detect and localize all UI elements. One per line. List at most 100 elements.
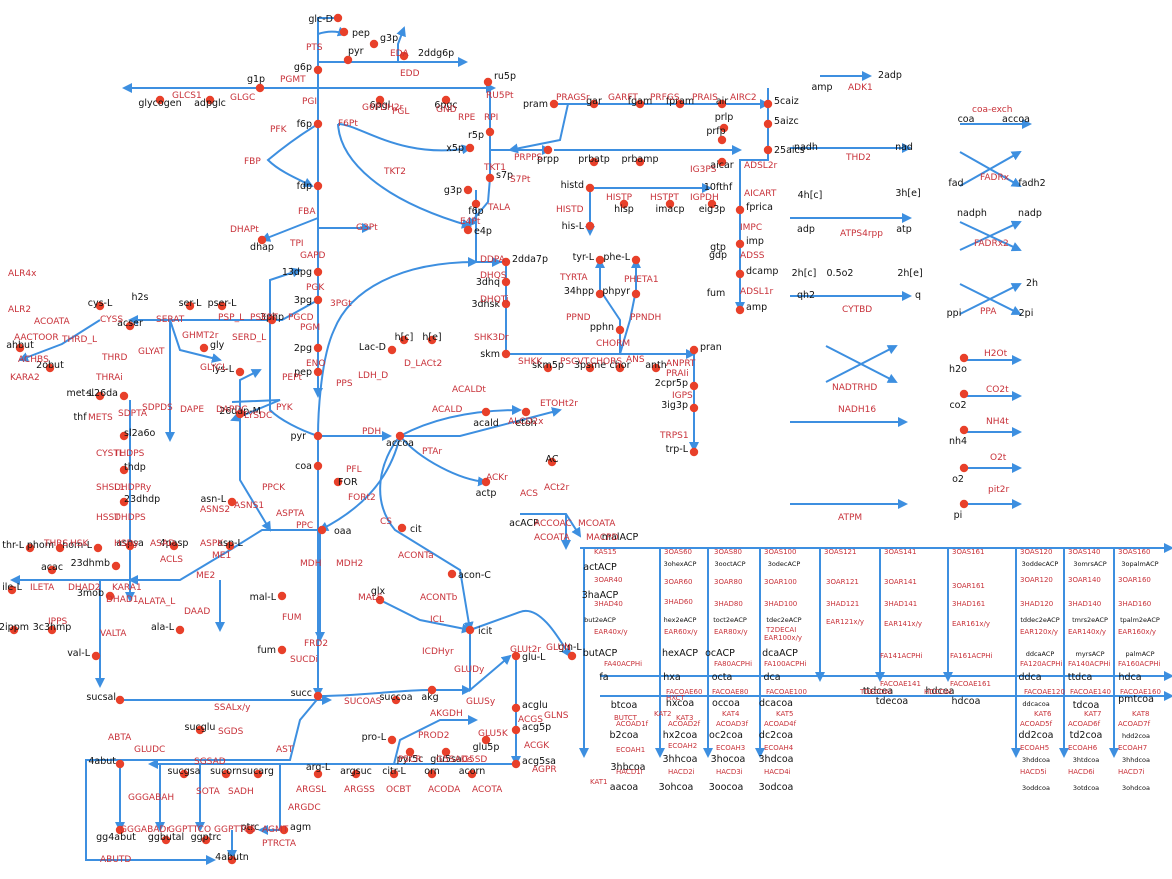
- metabolite-node-succ[interactable]: [313, 691, 323, 701]
- metabolite-node-3dhq[interactable]: [501, 277, 511, 287]
- metabolite-node-glycogen[interactable]: [155, 95, 165, 105]
- reaction-label[interactable]: HACD5i: [1020, 768, 1047, 776]
- reaction-label[interactable]: 3OAR120: [1020, 576, 1053, 584]
- metabolite-node-fgam[interactable]: [635, 99, 645, 109]
- metabolite-node-cit[interactable]: [397, 523, 407, 533]
- reaction-label[interactable]: ECOAH7: [1118, 744, 1147, 752]
- reaction-label[interactable]: HSTPT: [650, 193, 679, 203]
- reaction-label[interactable]: 3OAR100: [764, 578, 797, 586]
- metabolite-node-aicar[interactable]: [717, 157, 727, 167]
- metabolite-node-f6p[interactable]: [313, 119, 323, 129]
- reaction-label[interactable]: F6Pt: [338, 119, 358, 129]
- reaction-label[interactable]: DHDPS: [114, 513, 146, 523]
- metabolite-node-2ippm[interactable]: [9, 625, 19, 635]
- reaction-label[interactable]: FACOAE160: [1120, 688, 1161, 696]
- metabolite-node-adpglc[interactable]: [205, 95, 215, 105]
- reaction-label[interactable]: 3HAD161: [952, 600, 985, 608]
- reaction-label[interactable]: PGM: [300, 323, 320, 333]
- reaction-label[interactable]: THRD: [101, 353, 128, 363]
- reaction-label[interactable]: PSCVT: [560, 357, 590, 367]
- reaction-label[interactable]: ACALDt: [452, 385, 486, 395]
- metabolite-node-pi[interactable]: [959, 499, 969, 509]
- reaction-label[interactable]: NADTRHD: [832, 383, 877, 393]
- metabolite-node-phom[interactable]: [55, 543, 65, 553]
- reaction-label[interactable]: P5CR: [398, 755, 422, 765]
- metabolite-node-6pgc[interactable]: [441, 95, 451, 105]
- metabolite-node-actp[interactable]: [481, 477, 491, 487]
- metabolite-node-asn-L[interactable]: [227, 497, 237, 507]
- reaction-label[interactable]: FA161ACPHi: [950, 652, 993, 660]
- reaction-label[interactable]: ASPK: [200, 539, 224, 549]
- reaction-label[interactable]: 3HAD141: [884, 600, 917, 608]
- metabolite-node-g1p[interactable]: [255, 83, 265, 93]
- reaction-label[interactable]: IGPS: [672, 391, 693, 401]
- reaction-label[interactable]: PDH: [362, 427, 381, 437]
- reaction-label[interactable]: HSDy: [114, 539, 139, 549]
- metabolite-node-coa[interactable]: [313, 461, 323, 471]
- reaction-label[interactable]: PEPt: [282, 373, 303, 383]
- reaction-label[interactable]: IPPS: [48, 617, 68, 627]
- metabolite-node-gly[interactable]: [199, 343, 209, 353]
- reaction-label[interactable]: EAR80x/y: [714, 628, 748, 636]
- reaction-label[interactable]: PPS: [336, 379, 353, 389]
- metabolite-node-3php[interactable]: [267, 315, 277, 325]
- reaction-label[interactable]: KAT1: [590, 778, 607, 786]
- reaction-label[interactable]: FADRx2: [974, 239, 1009, 249]
- metabolite-node-air[interactable]: [717, 99, 727, 109]
- metabolite-node-ggbutal[interactable]: [161, 835, 171, 845]
- reaction-label[interactable]: DHAPt: [230, 225, 259, 235]
- reaction-label[interactable]: PROD2: [418, 731, 449, 741]
- reaction-label[interactable]: 3OAR60: [664, 578, 692, 586]
- reaction-label[interactable]: EAR160x/y: [1118, 628, 1156, 636]
- metabolite-node-2pg[interactable]: [313, 343, 323, 353]
- reaction-label[interactable]: ECOAH5: [1020, 744, 1049, 752]
- metabolite-node-5aizc[interactable]: [763, 119, 773, 129]
- metabolite-node-acald[interactable]: [481, 407, 491, 417]
- reaction-label[interactable]: ECOAH3: [716, 744, 745, 752]
- metabolite-node-pram[interactable]: [549, 99, 559, 109]
- metabolite-node-3c3hmp[interactable]: [47, 625, 57, 635]
- metabolite-node-pyr[interactable]: [313, 431, 323, 441]
- reaction-label[interactable]: FA141ACPHi: [880, 652, 923, 660]
- reaction-label[interactable]: PGI: [302, 97, 317, 107]
- metabolite-node-23dhdp[interactable]: [119, 497, 129, 507]
- reaction-label[interactable]: HACD3i: [716, 768, 743, 776]
- metabolite-node-fum[interactable]: [277, 645, 287, 655]
- reaction-label[interactable]: ALR4x: [8, 269, 37, 279]
- metabolite-node-pep[interactable]: [339, 27, 349, 37]
- reaction-label[interactable]: FACOAE140: [1070, 688, 1111, 696]
- reaction-label[interactable]: PYK: [276, 403, 294, 413]
- reaction-label[interactable]: E4Pt: [460, 217, 481, 227]
- reaction-label[interactable]: 3OAR161: [952, 582, 985, 590]
- reaction-label[interactable]: ANS: [626, 355, 645, 365]
- reaction-label[interactable]: TPI: [289, 239, 304, 249]
- metabolite-node-skm5p[interactable]: [543, 363, 553, 373]
- reaction-label[interactable]: PFL: [346, 465, 362, 475]
- metabolite-node-dcamp[interactable]: [735, 269, 745, 279]
- reaction-label[interactable]: GLUDC: [134, 745, 165, 755]
- reaction-label[interactable]: PFK: [270, 125, 288, 135]
- reaction-label[interactable]: PHETA1: [624, 275, 659, 285]
- metabolite-node-sl26da[interactable]: [119, 391, 129, 401]
- reaction-label[interactable]: 3OAR80: [714, 578, 742, 586]
- reaction-label[interactable]: THRD_L: [61, 335, 97, 345]
- metabolite-node-sucsal[interactable]: [115, 695, 125, 705]
- reaction-label[interactable]: SSALx/y: [214, 703, 251, 713]
- reaction-label[interactable]: GGPTTCO: [168, 825, 211, 835]
- reaction-label[interactable]: ALR2: [8, 305, 31, 315]
- reaction-label[interactable]: BUTCT: [614, 714, 638, 722]
- reaction-label[interactable]: KAT2: [654, 710, 671, 718]
- metabolite-node-13dpg[interactable]: [313, 267, 323, 277]
- reaction-label[interactable]: MCOATA: [578, 519, 616, 529]
- reaction-label[interactable]: ACOAD7f: [1118, 720, 1151, 728]
- reaction-label[interactable]: FADRx: [980, 173, 1010, 183]
- reaction-label[interactable]: FUM: [282, 613, 302, 623]
- reaction-label[interactable]: ADSL2r: [744, 161, 778, 171]
- reaction-label[interactable]: THRAi: [95, 373, 123, 383]
- reaction-label[interactable]: KAT5: [776, 710, 793, 718]
- reaction-label[interactable]: KAT8: [1132, 710, 1149, 718]
- reaction-label[interactable]: ALCD2x: [508, 417, 544, 427]
- reaction-label[interactable]: GARFT: [608, 93, 638, 103]
- reaction-label[interactable]: T2DECAI: [765, 626, 796, 634]
- reaction-label[interactable]: PTRCTA: [262, 839, 297, 849]
